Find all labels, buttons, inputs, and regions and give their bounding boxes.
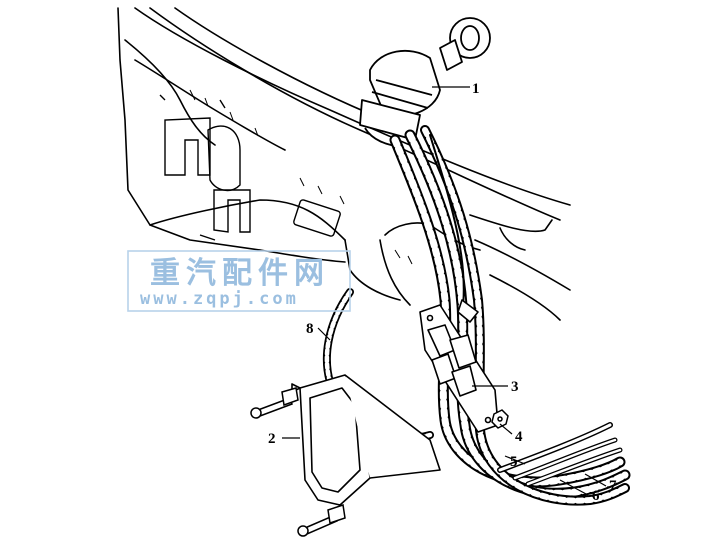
leader-lines [282,86,607,496]
label-part-5: 5 [510,454,518,470]
label-part-7: 7 [609,478,617,494]
cab-body-outline [117,7,571,321]
part-4-nut [491,409,509,429]
screw-lower [297,504,346,537]
watermark-url: www.zqpj.com [140,289,299,309]
label-part-4: 4 [515,429,523,445]
part-2-cover-plate [291,374,441,506]
label-part-3: 3 [511,379,519,395]
screw-upper [250,387,299,419]
panel-openings [159,94,341,241]
label-part-1: 1 [472,81,480,97]
watermark: 重汽配件网 www.zqpj.com [127,250,351,312]
body-hatching [189,89,413,265]
watermark-title: 重汽配件网 [150,256,330,291]
label-part-2: 2 [268,431,276,447]
label-part-6: 6 [592,488,600,504]
part-3-bracket [419,299,499,433]
fasteners [250,387,509,537]
part-1-connector-socket [359,17,491,147]
label-part-8: 8 [306,321,314,337]
parts-5-6-7-cables [497,422,623,487]
